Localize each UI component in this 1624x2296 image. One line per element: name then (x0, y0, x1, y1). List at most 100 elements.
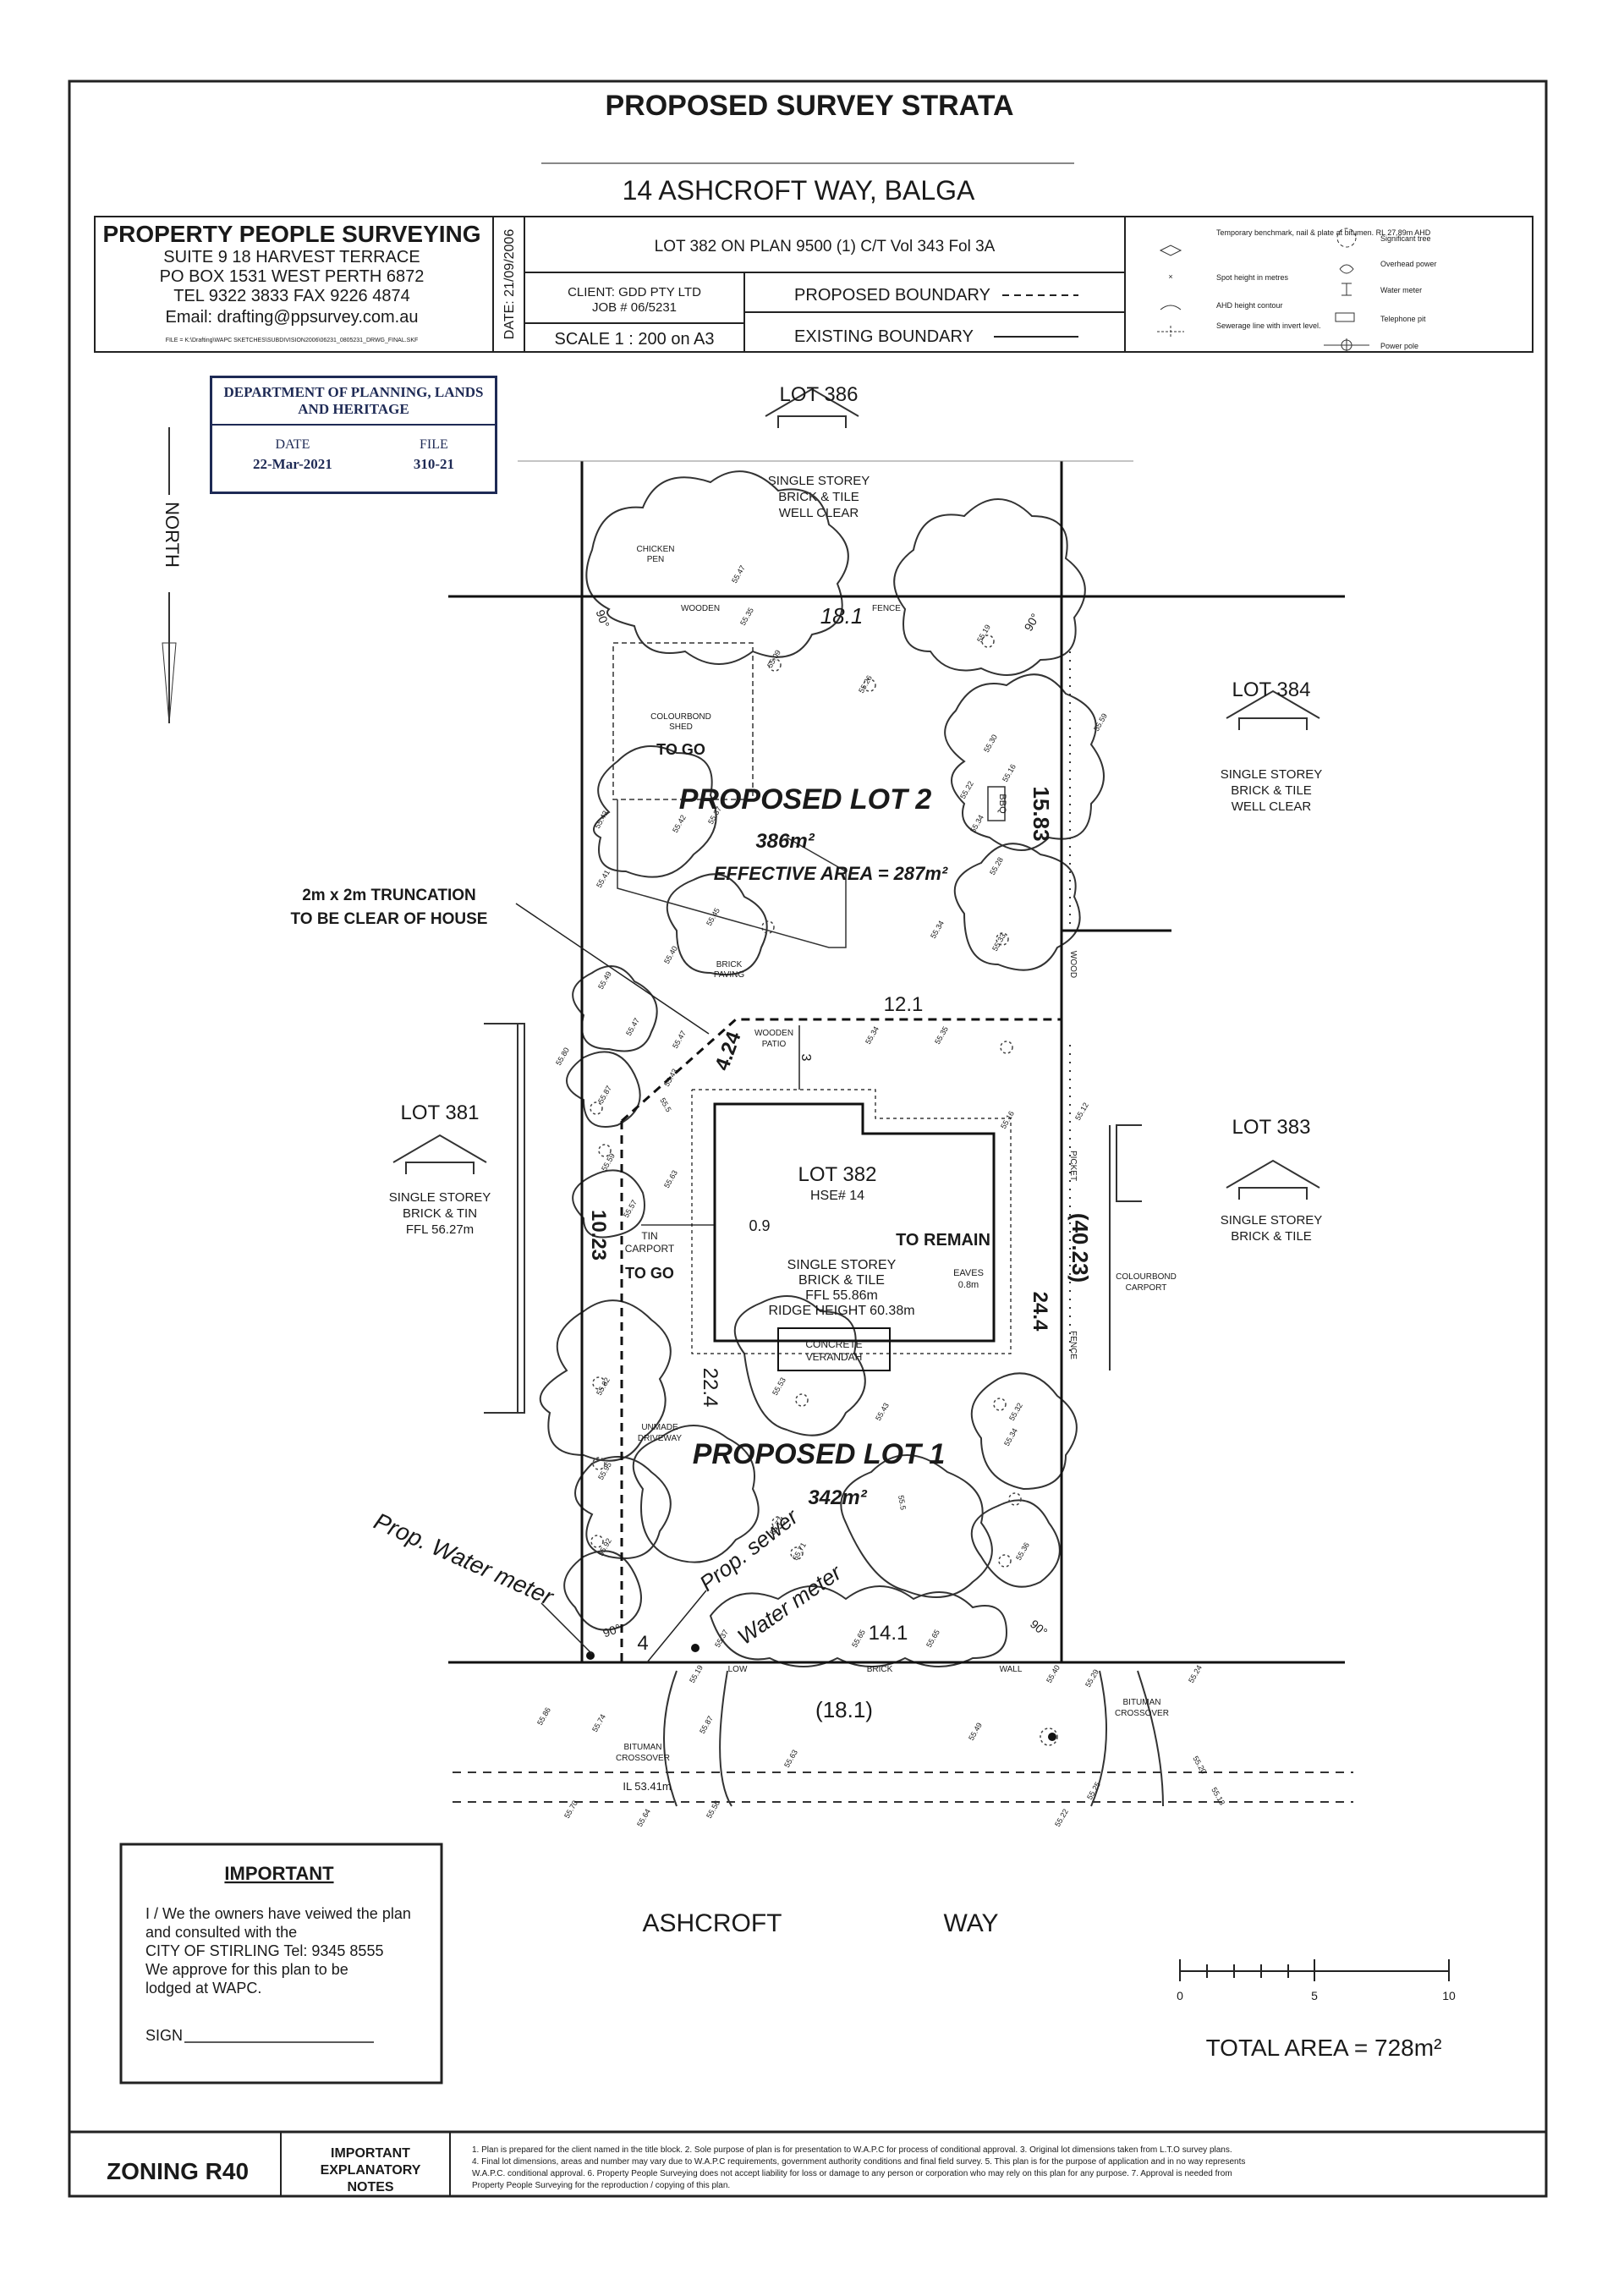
brick-paving-2: PAVING (714, 970, 745, 980)
lot-383-symbol (1226, 1159, 1320, 1200)
notes-line-3: W.A.P.C. conditional approval. 6. Proper… (472, 2169, 1232, 2178)
spot-height: 55.42 (671, 813, 688, 834)
proposed-boundary-label: PROPOSED BOUNDARY (794, 286, 990, 305)
spot-height: 55.36 (1014, 1541, 1031, 1562)
spot-height: 55.34 (864, 1024, 881, 1046)
significant-trees (590, 634, 1058, 1746)
lot-384-desc-3: WELL CLEAR (1232, 799, 1312, 814)
surveyor-phone: TEL 9322 3833 FAX 9226 4874 (173, 287, 409, 305)
driveway-label-2: DRIVEWAY (638, 1434, 683, 1443)
notes-line-1: 1. Plan is prepared for the client named… (472, 2145, 1232, 2155)
lot-1-west-dimension: 22.4 (699, 1368, 721, 1408)
handwritten-water-meter-2: Water meter (732, 1559, 847, 1650)
water-meter-pointer (540, 1602, 593, 1655)
notes-line-2: 4. Final lot dimensions, areas and numbe… (472, 2157, 1245, 2167)
contour-icon (1160, 305, 1182, 310)
lot-original-west-dimension: 10.23 (587, 1210, 610, 1261)
spot-height: 55.71 (791, 1541, 808, 1562)
spot-height: 55.95 (596, 1460, 613, 1481)
surveyor-name: PROPERTY PEOPLE SURVEYING (102, 221, 480, 247)
power-pole-icon (1324, 338, 1369, 352)
lot-381-symbol (392, 1134, 487, 1174)
client-name: CLIENT: GDD PTY LTD (568, 285, 701, 299)
lot-1-east-dimension: 24.4 (1029, 1292, 1051, 1332)
scale-tick-0: 0 (1177, 1989, 1183, 2002)
carport-label-2: CARPORT (625, 1243, 675, 1255)
zoning: ZONING R40 (107, 2158, 249, 2184)
north-arrow: NORTH (162, 427, 183, 724)
spot-height: 55.53 (771, 1376, 787, 1397)
stamp-date-label: DATE (275, 437, 310, 452)
lot-383-desc-1: SINGLE STOREY (1221, 1213, 1323, 1228)
spot-height: 55.28 (988, 855, 1005, 876)
spot-height: 55.64 (635, 1807, 652, 1828)
spot-height: 55.29 (1084, 1667, 1100, 1689)
telephone-pit-icon (1335, 312, 1355, 322)
spot-height-icon: × (1168, 272, 1172, 281)
legend-overhead-power: Overhead power (1380, 260, 1437, 268)
existing-boundary-label: EXISTING BOUNDARY (794, 327, 974, 346)
shed-label-1: COLOURBOND (650, 712, 711, 722)
spot-height: 55.43 (874, 1401, 891, 1422)
house-desc-2: BRICK & TILE (798, 1273, 885, 1288)
spot-height: 55.35 (738, 606, 755, 627)
verandah-label-1: CONCRETE (805, 1338, 862, 1350)
patio-dimension: 3 (798, 1054, 813, 1062)
lot-386-label: LOT 386 (780, 383, 859, 406)
legend-water-meter: Water meter (1380, 286, 1422, 294)
surveyor-email: Email: drafting@ppsurvey.com.au (166, 308, 419, 327)
house-gap: 0.9 (749, 1217, 770, 1234)
angle-se: 90° (1028, 1617, 1051, 1639)
overhead-power-icon (1339, 264, 1354, 274)
stamp-date-value: 22-Mar-2021 (253, 456, 332, 472)
spot-height: 55.26 (857, 673, 874, 695)
handwritten-water-meter-1: Prop. Water meter (370, 1508, 559, 1611)
spot-height: 55.59 (1092, 711, 1109, 733)
chicken-pen-1: CHICKEN (636, 545, 674, 554)
wooden-fence-a: WOODEN (681, 604, 720, 613)
lot-386-desc-1: SINGLE STOREY (768, 474, 870, 488)
lot-1-setback: 4 (637, 1632, 648, 1655)
spot-height: 55.20 (1191, 1755, 1208, 1776)
lot-383-desc-2: BRICK & TILE (1231, 1229, 1312, 1244)
lot-2-structures (612, 642, 1006, 948)
north-label: NORTH (162, 502, 183, 568)
colourbond-carport-1: COLOURBOND (1116, 1272, 1177, 1282)
lot-386-symbol (765, 387, 859, 428)
spot-height: 55.24 (1187, 1663, 1204, 1684)
important-line-2: and consulted with the (145, 1924, 297, 1941)
angle-ne: 90° (1021, 611, 1041, 633)
crossover-b-2: CROSSOVER (1115, 1709, 1169, 1718)
house-lot-label: LOT 382 (798, 1163, 877, 1186)
water-meter-icon (1341, 283, 1352, 296)
stamp-file-value: 310-21 (413, 456, 454, 472)
truncation-leader (515, 903, 710, 1035)
lot-381-desc-2: BRICK & TIN (403, 1206, 477, 1221)
lot-384-desc-1: SINGLE STOREY (1221, 767, 1323, 782)
stamp-department: DEPARTMENT OF PLANNING, LANDS AND HERITA… (212, 378, 495, 426)
spot-height: 55.87 (596, 1084, 613, 1105)
job-number: JOB # 06/5231 (592, 300, 677, 315)
spot-height: 55.47 (671, 1029, 688, 1050)
important-line-3: CITY OF STIRLING Tel: 9345 8555 (145, 1942, 383, 1959)
legend-tree: Significant tree (1380, 234, 1431, 243)
spot-height: 55.74 (590, 1712, 607, 1733)
low-wall-brick: BRICK (867, 1665, 893, 1674)
patio-label-1: WOODEN (754, 1029, 793, 1038)
department-stamp: DEPARTMENT OF PLANNING, LANDS AND HERITA… (210, 376, 497, 494)
lot-reference: LOT 382 ON PLAN 9500 (1) C/T Vol 343 Fol… (655, 238, 996, 255)
scale-tick-5: 5 (1311, 1989, 1318, 2002)
lot-386-desc-3: WELL CLEAR (779, 506, 859, 520)
sewer-pointer (646, 1590, 707, 1663)
lot-381-label: LOT 381 (401, 1101, 480, 1124)
spot-height: 55.33 (990, 931, 1007, 953)
house-desc-1: SINGLE STOREY (787, 1258, 897, 1272)
wooden-fence-b: FENCE (872, 604, 901, 613)
crossover-b-1: BITUMAN (1123, 1698, 1161, 1707)
road-features (453, 1670, 1353, 1807)
spot-height: 55.57 (622, 1198, 639, 1219)
important-sign: SIGN (145, 2027, 183, 2044)
spot-height: 55.65 (924, 1628, 941, 1649)
neighbour-structures (484, 651, 1142, 1414)
